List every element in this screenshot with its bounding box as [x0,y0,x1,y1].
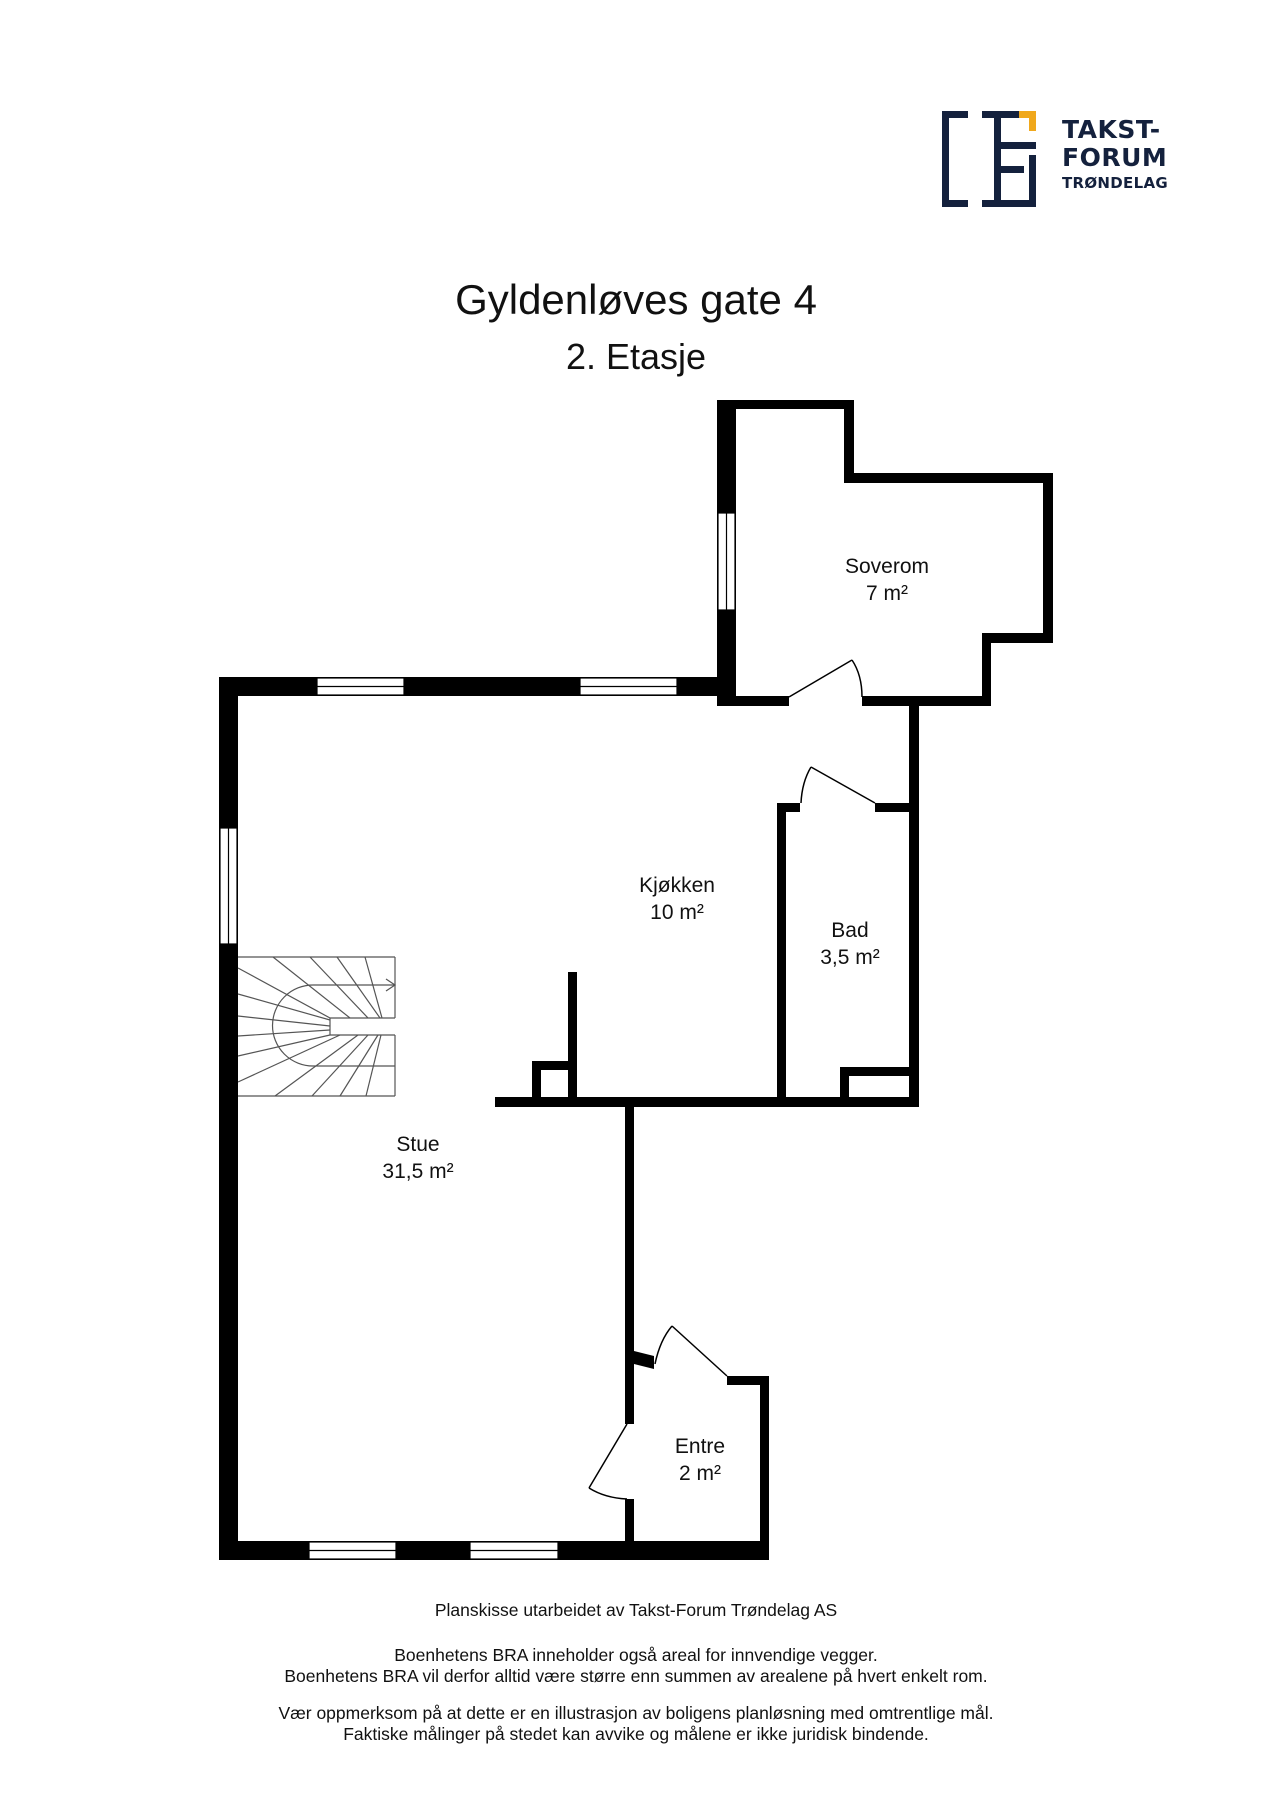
room-label-stue: Stue 31,5 m² [382,1131,453,1185]
page-title: Gyldenløves gate 4 [455,276,817,323]
footer-disclaimer-1: Vær oppmerksom på at dette er en illustr… [278,1703,994,1723]
logo-wordmark: TAKST- FORUM TRØNDELAG [1062,117,1168,191]
footer-credit: Planskisse utarbeidet av Takst-Forum Trø… [434,1600,838,1620]
room-area: 31,5 m² [382,1160,454,1183]
footer-note-2: Boenhetens BRA vil derfor alltid være st… [284,1666,988,1686]
takst-forum-logo [938,105,1178,210]
room-name: Soverom [844,555,930,578]
logo-line-3: TRØNDELAG [1062,174,1168,192]
logo-line-1: TAKST- [1062,115,1161,144]
logo-line-2: FORUM [1062,143,1168,172]
west-wall [219,677,238,1560]
room-label-kjokken: Kjøkken 10 m² [639,872,715,926]
doors [588,659,876,1500]
room-name: Kjøkken [639,874,715,897]
room-area: 7 m² [866,582,908,605]
room-label-entre: Entre 2 m² [675,1433,725,1487]
footer-note-1: Boenhetens BRA inneholder også areal for… [394,1645,878,1665]
room-name: Entre [674,1435,726,1458]
logo-mark-icon [942,111,1036,207]
windows [219,512,736,1560]
room-name: Bad [831,919,869,942]
room-area: 3,5 m² [820,946,880,969]
staircase [237,956,397,1097]
room-area: 2 m² [678,1462,721,1485]
room-area: 10 m² [650,901,704,924]
room-name: Stue [396,1133,440,1156]
footer-disclaimer-2: Faktiske målinger på stedet kan avvike o… [343,1724,929,1744]
room-label-bad: Bad 3,5 m² [820,917,880,971]
room-label-soverom: Soverom 7 m² [845,553,929,607]
floor-subtitle: 2. Etasje [565,336,707,377]
